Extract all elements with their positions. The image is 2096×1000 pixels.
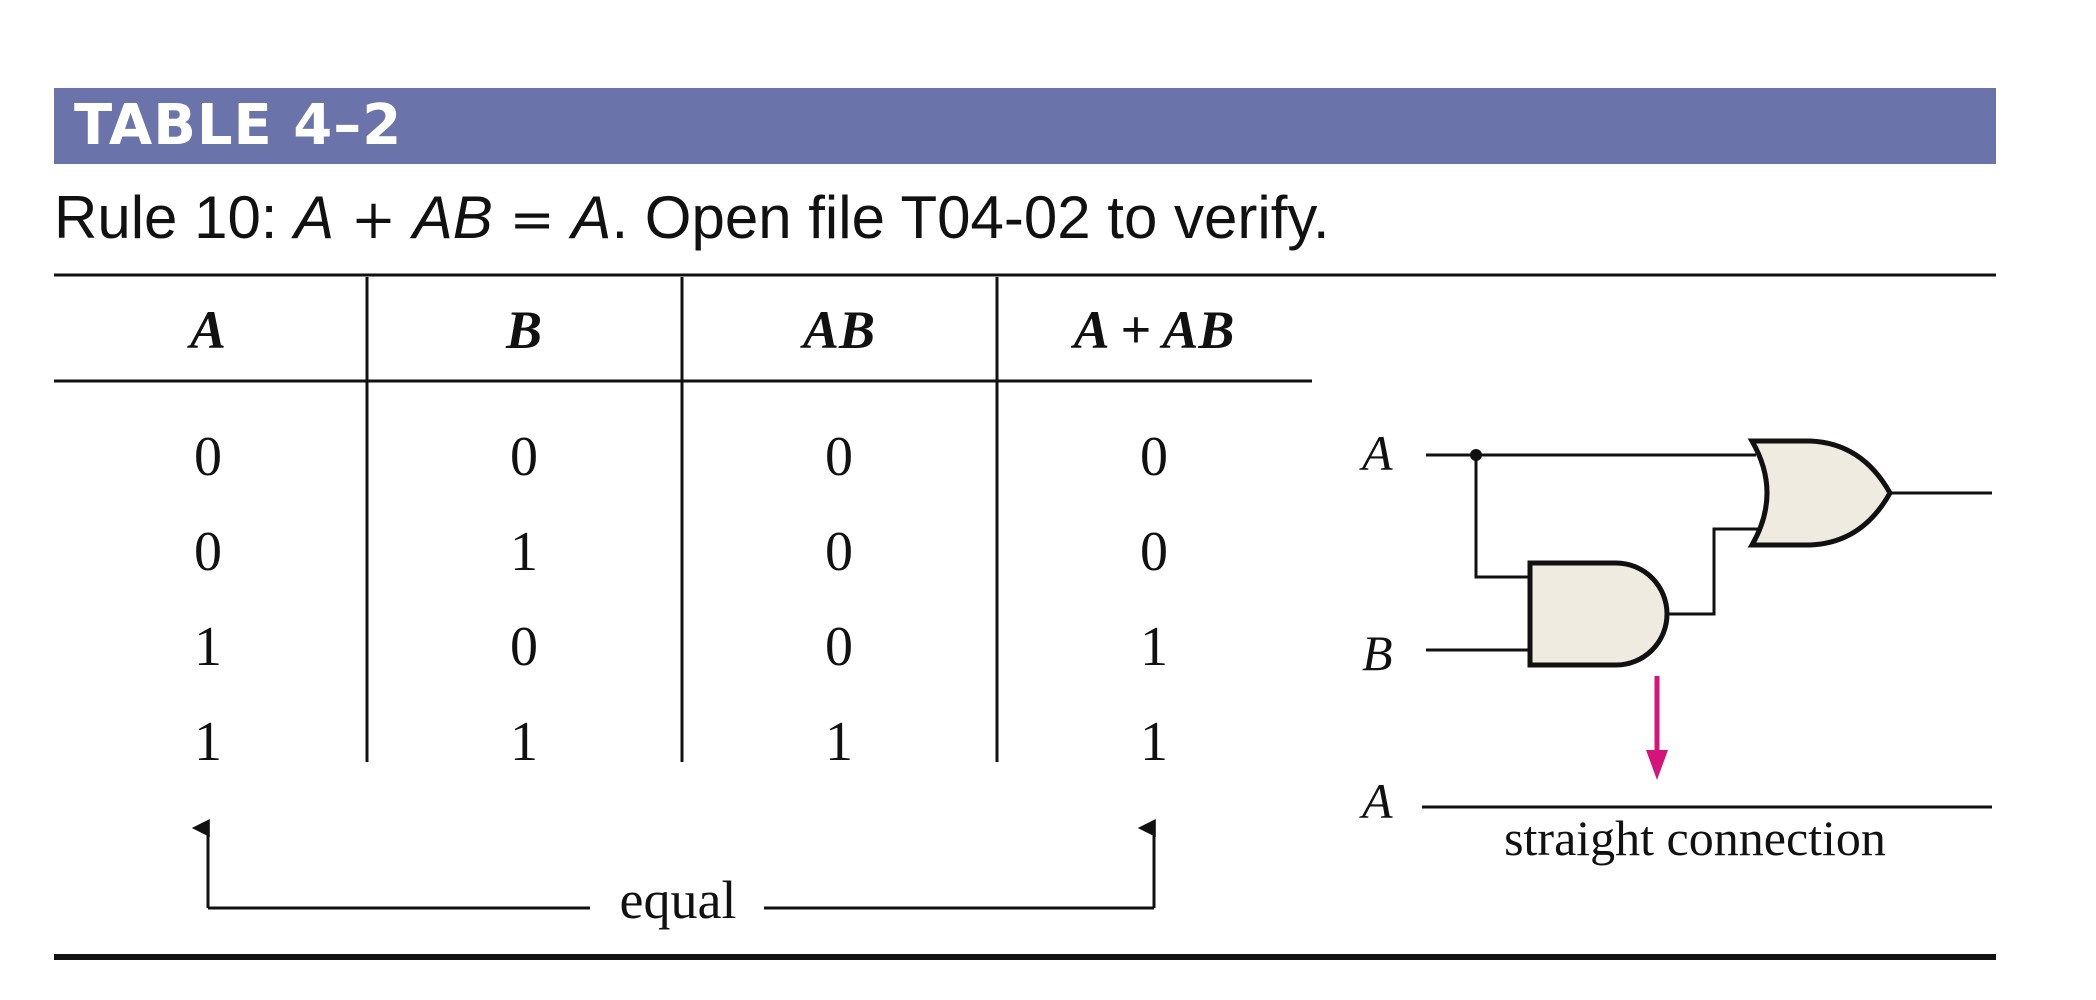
- and-gate: [1527, 560, 1670, 668]
- table-cell: 1: [1140, 711, 1168, 773]
- table-cell: 1: [194, 616, 222, 678]
- table-label: TABLE 4–2: [74, 93, 403, 158]
- header-ab: AB: [800, 300, 875, 360]
- caption-prefix: Rule 10:: [54, 184, 295, 251]
- caption-expr-result: A: [571, 184, 612, 251]
- table-cell: 0: [194, 521, 222, 583]
- header-a: A: [187, 300, 226, 360]
- caption-equals: =: [509, 188, 555, 251]
- table-cell: 1: [510, 711, 538, 773]
- table-cell: 1: [194, 711, 222, 773]
- table-cell: 1: [1140, 616, 1168, 678]
- input-b-label: B: [1362, 625, 1393, 681]
- equivalence-arrow-head: [1646, 750, 1668, 780]
- caption-expr-a: A: [294, 184, 335, 251]
- table-cell: 0: [510, 616, 538, 678]
- table-cell: 0: [825, 426, 853, 488]
- table-cell: 0: [510, 426, 538, 488]
- table-cell: 0: [194, 426, 222, 488]
- table-cell: 0: [1140, 521, 1168, 583]
- header-a-plus-ab: A + AB: [1071, 300, 1235, 360]
- table-cell: 0: [825, 616, 853, 678]
- wire-a-branch: [1474, 455, 1530, 579]
- table-cell: 1: [510, 521, 538, 583]
- table-cell: 1: [825, 711, 853, 773]
- caption-suffix: . Open file T04-02 to verify.: [611, 184, 1330, 251]
- table-cell: 0: [825, 521, 853, 583]
- caption-expr-ab: AB: [412, 184, 493, 251]
- wire-and-to-or: [1666, 527, 1767, 616]
- or-gate: [1747, 438, 1893, 548]
- table-banner: TABLE 4–2: [54, 88, 1996, 164]
- equivalent-a-label: A: [1359, 773, 1393, 829]
- caption-plus: +: [350, 188, 397, 251]
- rule-caption: Rule 10: A + AB = A. Open file T04-02 to…: [54, 182, 1330, 256]
- table-cell: 0: [1140, 426, 1168, 488]
- equal-label: equal: [620, 870, 737, 930]
- input-a-label: A: [1359, 425, 1393, 481]
- straight-connection-label: straight connection: [1504, 810, 1886, 866]
- header-b: B: [505, 300, 542, 360]
